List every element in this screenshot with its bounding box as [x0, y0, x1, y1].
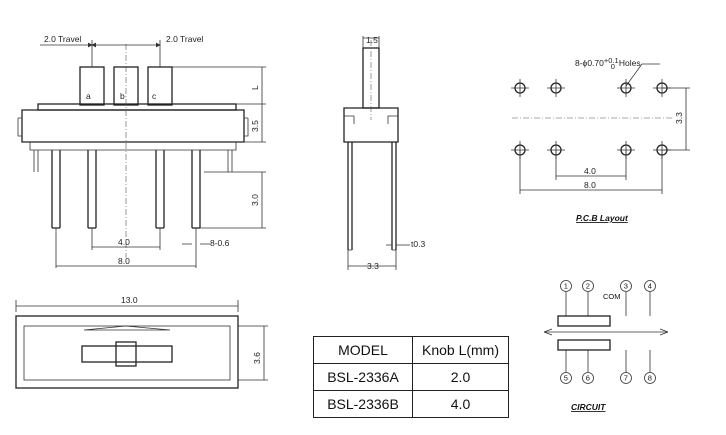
dim-depth: 3.3 — [367, 261, 379, 271]
switch-pins — [33, 150, 233, 229]
circuit-diagram: 1 2 3 4 5 6 7 8 COM CIRCUIT — [543, 280, 669, 412]
circuit-pin-bottom: 5 — [560, 350, 572, 384]
pcb-holes — [511, 79, 671, 159]
pcb-hole — [617, 79, 635, 97]
pin-number: 1 — [564, 282, 568, 291]
pin-number: 8 — [648, 374, 652, 383]
pcb-hole — [547, 79, 565, 97]
slider-knob — [115, 341, 137, 367]
table-header-row: MODEL Knob L(mm) — [313, 336, 509, 364]
dim-pin-width: 8-0.6 — [210, 238, 230, 248]
dim-L: L — [250, 85, 260, 90]
pin-number: 2 — [586, 282, 590, 291]
circuit-pin-bottom: 8 — [644, 350, 656, 384]
dim-pin-length: 3.0 — [250, 194, 260, 206]
spec-table: MODEL Knob L(mm) BSL-2336A 2.0 BSL-2336B… — [313, 336, 509, 418]
circuit-pin-top: 3 — [620, 280, 632, 316]
circuit-pin-top: 4 — [644, 280, 656, 316]
side-view: 2.0 Travel 2.0 Travel a b c L 3.5 3.0 4.… — [17, 34, 266, 268]
end-body — [343, 107, 399, 143]
pcb-dim-span: 8.0 — [584, 180, 596, 190]
travel-left-label: 2.0 Travel — [44, 34, 81, 44]
dim-span: 8.0 — [118, 256, 130, 266]
circuit-pin-top: 1 — [560, 280, 572, 316]
travel-right-label: 2.0 Travel — [166, 34, 203, 44]
pcb-dim-pitch: 4.0 — [584, 166, 596, 176]
header-knob-length: Knob L(mm) — [412, 336, 509, 364]
com-label: COM — [603, 292, 621, 301]
circuit-pin-bottom: 7 — [620, 350, 632, 384]
pin-number: 6 — [586, 374, 590, 383]
table-row: BSL-2336B 4.0 — [313, 390, 509, 418]
pcb-hole — [511, 79, 529, 97]
knob-position-a — [79, 66, 105, 106]
pin-number: 5 — [564, 374, 568, 383]
table-row: BSL-2336A 2.0 — [313, 363, 509, 391]
position-a-label: a — [86, 91, 91, 101]
dim-pitch: 4.0 — [118, 237, 130, 247]
slider-track — [81, 345, 173, 363]
position-b-label: b — [120, 91, 125, 101]
pin-number: 7 — [624, 374, 628, 383]
dim-body-height: 3.5 — [250, 120, 260, 132]
row-model: BSL-2336B — [313, 390, 413, 418]
pcb-layout-caption: P.C.B Layout — [576, 213, 629, 223]
top-view-outline — [15, 315, 239, 389]
circuit-pin-bottom: 6 — [582, 350, 594, 384]
dim-length: 13.0 — [121, 295, 138, 305]
row-knob-length: 4.0 — [412, 390, 509, 418]
pin-number: 3 — [624, 282, 628, 291]
row-model: BSL-2336A — [313, 363, 413, 391]
end-view: 1.5 3.3 t0.3 — [343, 35, 425, 271]
circuit-pin-top: 2 — [582, 280, 594, 316]
row-knob-length: 2.0 — [412, 363, 509, 391]
position-c-label: c — [152, 91, 157, 101]
pin-number: 4 — [648, 282, 652, 291]
dim-thickness: t0.3 — [411, 239, 425, 249]
pcb-dim-row-spacing: 3.3 — [674, 112, 684, 124]
header-model: MODEL — [313, 336, 413, 364]
switch-body — [21, 109, 245, 143]
dim-width: 3.6 — [252, 352, 262, 364]
top-view: 13.0 3.6 — [15, 295, 268, 389]
circuit-caption: CIRCUIT — [571, 402, 606, 412]
dim-knob-width: 1.5 — [366, 35, 378, 45]
